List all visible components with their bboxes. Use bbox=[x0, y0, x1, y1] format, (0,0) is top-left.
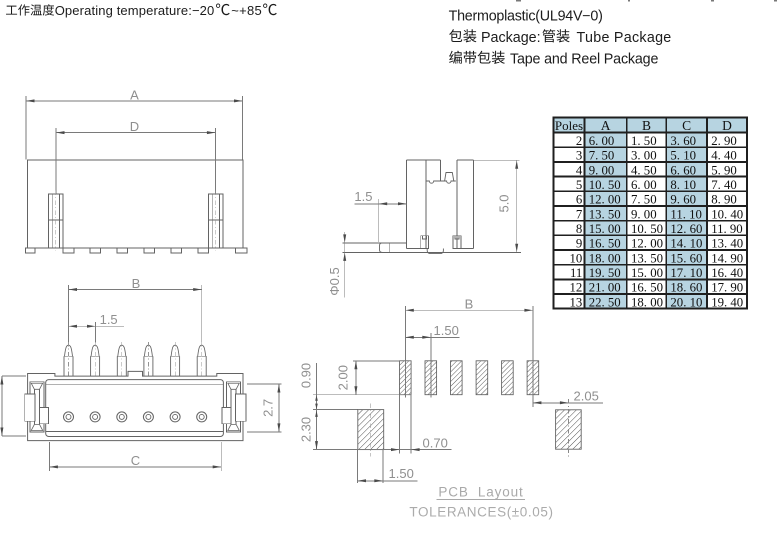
svg-text:16. 50: 16. 50 bbox=[589, 237, 621, 251]
svg-text:17. 90: 17. 90 bbox=[711, 281, 743, 295]
svg-text:16. 40: 16. 40 bbox=[711, 266, 743, 280]
svg-text:7: 7 bbox=[576, 207, 583, 221]
svg-text:22. 50: 22. 50 bbox=[589, 295, 621, 309]
svg-text:13. 50: 13. 50 bbox=[631, 251, 663, 265]
svg-text:C: C bbox=[131, 453, 140, 468]
svg-text:3. 60: 3. 60 bbox=[670, 134, 696, 148]
svg-text:2: 2 bbox=[576, 134, 582, 148]
svg-text:12. 00: 12. 00 bbox=[589, 193, 621, 207]
svg-text:6. 00: 6. 00 bbox=[589, 134, 615, 148]
svg-text:1.5: 1.5 bbox=[100, 312, 118, 327]
svg-text:3. 00: 3. 00 bbox=[631, 149, 657, 163]
svg-text:3: 3 bbox=[576, 149, 582, 163]
svg-text:A: A bbox=[601, 118, 611, 133]
svg-text:13. 50: 13. 50 bbox=[589, 207, 621, 221]
svg-text:13: 13 bbox=[570, 295, 583, 309]
svg-text:8: 8 bbox=[576, 222, 582, 236]
svg-text:Tube Package: Tube Package bbox=[577, 30, 672, 46]
svg-text:9. 60: 9. 60 bbox=[670, 193, 696, 207]
svg-text:5: 5 bbox=[576, 178, 582, 192]
svg-text:2.05: 2.05 bbox=[574, 388, 599, 403]
svg-text:C: C bbox=[682, 118, 691, 133]
svg-text:6. 00: 6. 00 bbox=[631, 178, 657, 192]
svg-text:18. 60: 18. 60 bbox=[670, 281, 702, 295]
svg-text:1.50: 1.50 bbox=[434, 323, 459, 338]
svg-text:2.00: 2.00 bbox=[336, 365, 351, 390]
svg-text:17. 10: 17. 10 bbox=[670, 266, 702, 280]
svg-text:1. 50: 1. 50 bbox=[631, 134, 657, 148]
svg-text:21. 00: 21. 00 bbox=[589, 281, 621, 295]
svg-text:15. 00: 15. 00 bbox=[631, 266, 663, 280]
svg-text:~+85: ~+85 bbox=[231, 3, 262, 18]
svg-text:15. 00: 15. 00 bbox=[589, 222, 621, 236]
svg-text:A: A bbox=[130, 87, 139, 102]
svg-text:5. 90: 5. 90 bbox=[711, 163, 737, 177]
svg-text:20. 10: 20. 10 bbox=[670, 295, 702, 309]
svg-text:18. 00: 18. 00 bbox=[631, 295, 663, 309]
svg-text:6: 6 bbox=[576, 193, 583, 207]
svg-text:11. 90: 11. 90 bbox=[711, 222, 743, 236]
svg-text:4: 4 bbox=[576, 163, 583, 177]
svg-text:14. 10: 14. 10 bbox=[670, 237, 702, 251]
svg-text:Thermoplastic(UL94V−0): Thermoplastic(UL94V−0) bbox=[449, 8, 603, 24]
svg-text:9: 9 bbox=[576, 237, 582, 251]
svg-text:0.70: 0.70 bbox=[423, 435, 448, 450]
svg-text:PCB Layout: PCB Layout bbox=[438, 485, 523, 500]
svg-text:16. 50: 16. 50 bbox=[631, 281, 663, 295]
svg-text:B: B bbox=[465, 296, 474, 311]
svg-text:10: 10 bbox=[570, 251, 583, 265]
svg-text:2.30: 2.30 bbox=[299, 417, 314, 442]
svg-text:8. 10: 8. 10 bbox=[670, 178, 696, 192]
svg-text:19. 50: 19. 50 bbox=[589, 266, 621, 280]
svg-text:12: 12 bbox=[570, 281, 583, 295]
svg-text:18. 00: 18. 00 bbox=[589, 251, 621, 265]
svg-text:5. 10: 5. 10 bbox=[670, 149, 696, 163]
svg-text:D: D bbox=[130, 119, 139, 134]
svg-text:5.0: 5.0 bbox=[496, 194, 511, 212]
svg-text:2.7: 2.7 bbox=[260, 399, 275, 417]
svg-text:8. 90: 8. 90 bbox=[711, 193, 737, 207]
svg-text:0.90: 0.90 bbox=[299, 363, 314, 388]
svg-text:TOLERANCES(±0.05): TOLERANCES(±0.05) bbox=[409, 505, 553, 520]
svg-text:15. 60: 15. 60 bbox=[670, 251, 702, 265]
svg-text:10. 50: 10. 50 bbox=[631, 222, 663, 236]
svg-text:10. 40: 10. 40 bbox=[711, 207, 743, 221]
svg-text:12. 00: 12. 00 bbox=[631, 237, 663, 251]
svg-text:6. 60: 6. 60 bbox=[670, 163, 696, 177]
svg-text:13. 40: 13. 40 bbox=[711, 237, 743, 251]
svg-text:B: B bbox=[132, 276, 141, 291]
svg-text:D: D bbox=[722, 118, 732, 133]
svg-text:1.50: 1.50 bbox=[389, 466, 414, 481]
svg-text:7. 40: 7. 40 bbox=[711, 178, 737, 192]
svg-text:1.5: 1.5 bbox=[354, 189, 372, 204]
svg-text:Operating temperature:−20: Operating temperature:−20 bbox=[55, 3, 215, 18]
svg-text:B: B bbox=[642, 118, 651, 133]
svg-text:12. 60: 12. 60 bbox=[670, 222, 702, 236]
svg-text:7. 50: 7. 50 bbox=[631, 193, 657, 207]
svg-text:2. 90: 2. 90 bbox=[711, 134, 737, 148]
svg-text:Tape and Reel Package: Tape and Reel Package bbox=[510, 52, 658, 68]
svg-text:11. 10: 11. 10 bbox=[670, 207, 702, 221]
svg-text:4. 50: 4. 50 bbox=[631, 163, 657, 177]
svg-text:11: 11 bbox=[570, 266, 582, 280]
svg-text:Package:: Package: bbox=[481, 30, 541, 46]
svg-text:4. 40: 4. 40 bbox=[711, 149, 737, 163]
svg-text:Poles: Poles bbox=[555, 118, 583, 133]
svg-text:Φ0.5: Φ0.5 bbox=[327, 267, 342, 295]
svg-text:9. 00: 9. 00 bbox=[589, 163, 615, 177]
svg-text:10. 50: 10. 50 bbox=[589, 178, 621, 192]
svg-text:9. 00: 9. 00 bbox=[631, 207, 657, 221]
svg-text:19. 40: 19. 40 bbox=[711, 295, 743, 309]
svg-text:14. 90: 14. 90 bbox=[711, 251, 743, 265]
svg-text:7. 50: 7. 50 bbox=[589, 149, 615, 163]
